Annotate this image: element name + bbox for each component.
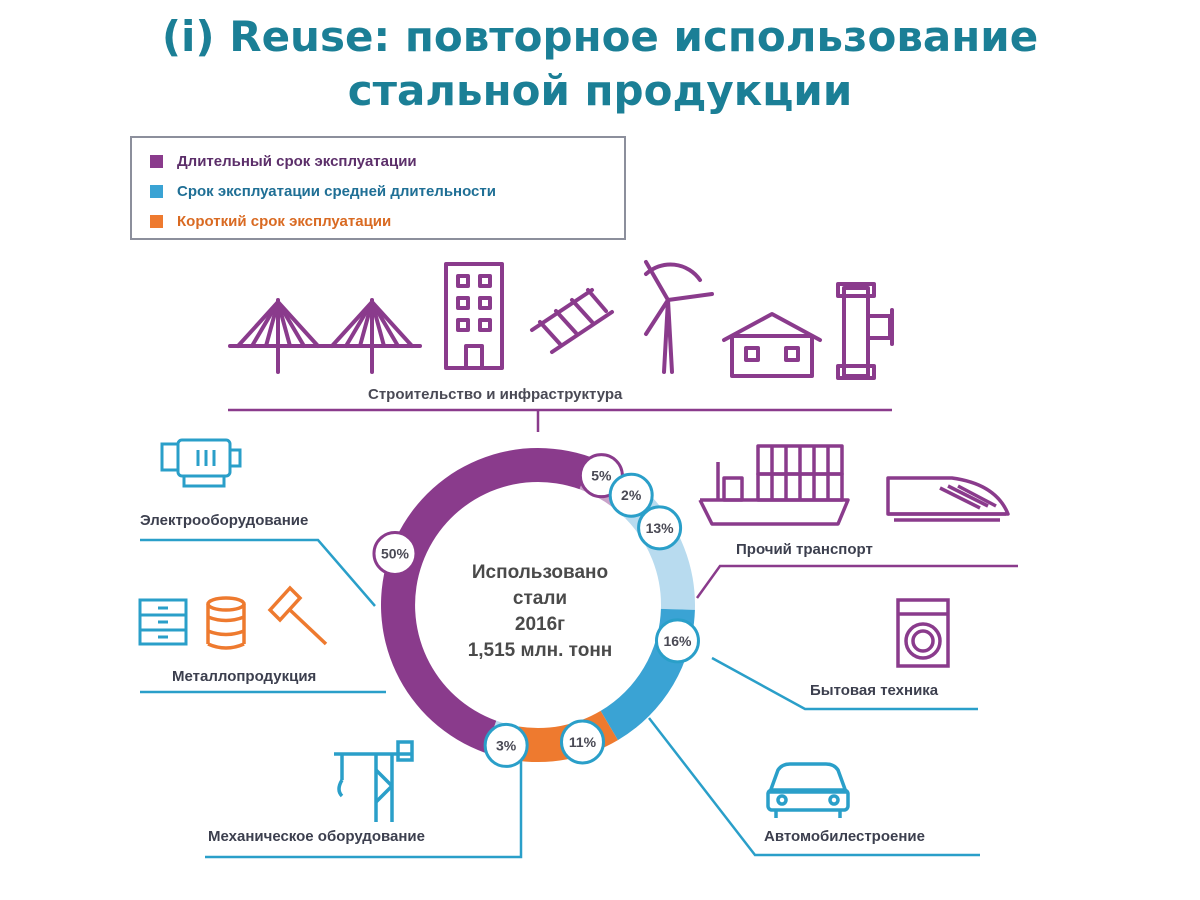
drawer-cabinet-icon: [138, 598, 188, 646]
legend-swatch-short: [150, 214, 163, 228]
label-metal-products: Металлопродукция: [172, 668, 317, 685]
automotive-connector: [648, 717, 980, 857]
legend-label-long: Длительный срок эксплуатации: [177, 152, 417, 170]
label-electrical: Электрооборудование: [140, 512, 309, 529]
page-title-line-1: (i) Reuse: повторное использование: [161, 12, 1039, 61]
center-text-line-4: 1,515 млн. тонн: [467, 640, 613, 661]
badge-circle-metal-products: [559, 719, 605, 765]
train-icon: [886, 476, 1010, 522]
appliances-connector: [711, 656, 978, 711]
label-automotive: Автомобилестроение: [764, 828, 925, 845]
legend-swatch-long: [150, 154, 163, 168]
transport-connector: [695, 564, 1018, 599]
legend-label-medium: Срок эксплуатации средней длительности: [177, 182, 496, 200]
legend-swatch-medium: [150, 184, 163, 198]
legend-label-short: Короткий срок эксплуатации: [177, 212, 392, 230]
center-text-line-2: стали: [512, 588, 568, 609]
label-construction: Строительство и инфраструктура: [368, 386, 623, 403]
legend-item-medium: Срок эксплуатации средней длительности: [150, 180, 496, 202]
label-mechanical: Механическое оборудование: [208, 828, 425, 845]
donut-segment-construction: [380, 447, 592, 753]
bridge-icon: [323, 298, 422, 374]
label-appliances: Бытовая техника: [810, 682, 939, 699]
badge-circle-appliances: [608, 472, 654, 518]
electrical-connector: [140, 538, 376, 607]
badge-circle-construction: [372, 531, 418, 577]
badge-circle-mechanical: [654, 618, 700, 664]
railway-icon: [530, 288, 614, 354]
ship-icon: [698, 444, 850, 526]
badge-value-construction: 50%: [381, 546, 410, 562]
badge-value-electrical: 3%: [496, 737, 517, 753]
washing-machine-icon: [896, 598, 950, 668]
connector-lines: [140, 408, 1018, 859]
can-icon: [206, 596, 246, 650]
donut-badges: 50% 5% 2% 13% 16% 11% 3%: [372, 453, 700, 768]
badge-value-mechanical: 16%: [663, 633, 692, 649]
pipe-icon: [836, 282, 894, 380]
car-icon: [766, 762, 850, 818]
badge-value-other-transport: 5%: [591, 468, 612, 484]
legend-item-long: Длительный срок эксплуатации: [150, 150, 417, 172]
house-icon: [722, 312, 822, 378]
badge-value-automotive: 13%: [646, 520, 675, 536]
page-title-line-2: стальной продукции: [347, 66, 853, 115]
building-icon: [444, 262, 504, 370]
center-text-line-1: Использовано: [471, 562, 609, 583]
badge-circle-automotive: [637, 505, 683, 551]
badge-value-metal-products: 11%: [569, 734, 597, 750]
mechanical-connector: [205, 758, 523, 859]
label-other-transport: Прочий транспорт: [736, 541, 873, 558]
legend-item-short: Короткий срок эксплуатации: [150, 210, 391, 232]
bridge-icon: [228, 298, 327, 374]
center-text-line-3: 2016г: [514, 614, 566, 635]
razor-icon: [267, 585, 328, 646]
crane-icon: [334, 740, 414, 822]
badge-circle-electrical: [483, 722, 529, 768]
wind-turbine-icon: [644, 260, 714, 374]
legend: Длительный срок эксплуатации Срок эксплу…: [130, 136, 626, 240]
badge-value-appliances: 2%: [621, 487, 642, 503]
electric-motor-icon: [160, 438, 242, 488]
